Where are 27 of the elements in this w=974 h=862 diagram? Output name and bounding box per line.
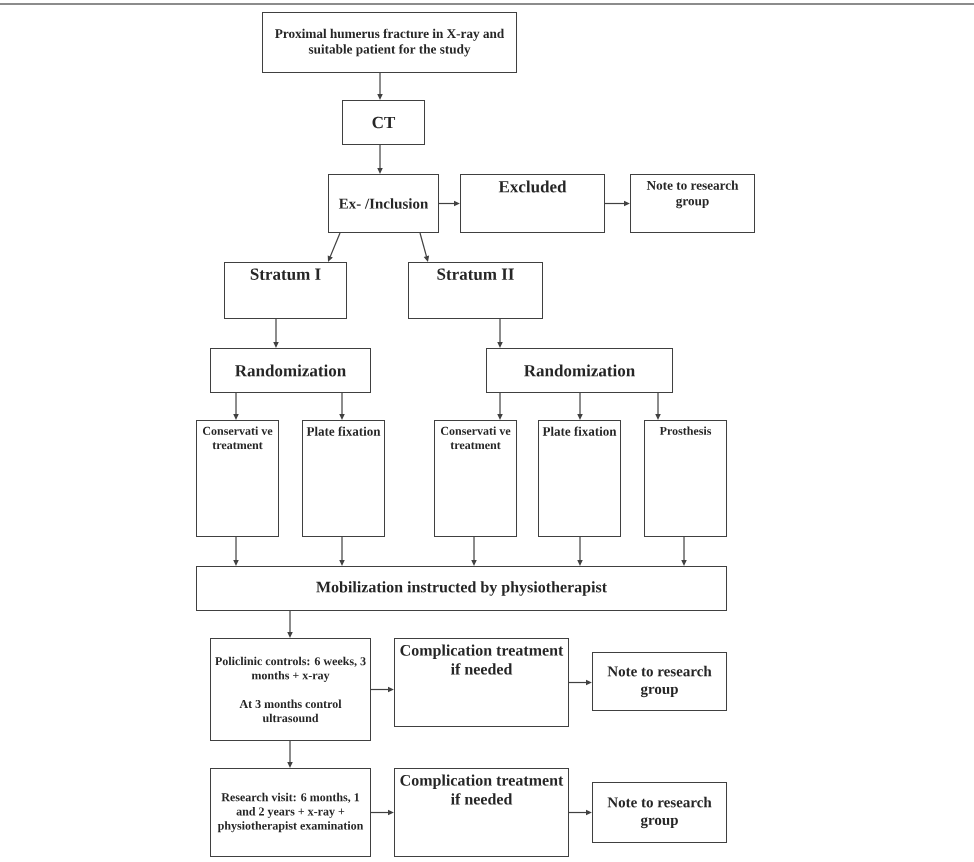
arrow bbox=[233, 392, 239, 420]
arrow bbox=[471, 536, 477, 566]
process-box: Excluded bbox=[460, 174, 605, 233]
arrow bbox=[419, 232, 430, 262]
process-box: Mobilization instructed by physiotherapist bbox=[196, 566, 727, 611]
arrow bbox=[377, 72, 383, 100]
process-box: CT bbox=[342, 100, 425, 145]
process-box: Complication treatment if needed bbox=[394, 638, 569, 727]
process-box: Randomization bbox=[210, 348, 371, 393]
arrow bbox=[681, 536, 687, 566]
process-box: Complication treatment if needed bbox=[394, 768, 569, 857]
arrow bbox=[287, 740, 293, 768]
arrow bbox=[287, 610, 293, 638]
arrow bbox=[577, 536, 583, 566]
arrow bbox=[339, 536, 345, 566]
arrow bbox=[655, 392, 661, 420]
process-box: Randomization bbox=[486, 348, 673, 393]
arrow bbox=[497, 392, 503, 420]
arrow bbox=[273, 318, 279, 348]
arrow bbox=[377, 144, 383, 174]
arrow bbox=[339, 392, 345, 420]
arrow bbox=[233, 536, 239, 566]
arrow bbox=[577, 392, 583, 420]
arrow bbox=[327, 232, 341, 262]
process-box: Stratum I bbox=[224, 262, 347, 319]
process-box: Stratum II bbox=[408, 262, 543, 319]
arrow bbox=[497, 318, 503, 348]
